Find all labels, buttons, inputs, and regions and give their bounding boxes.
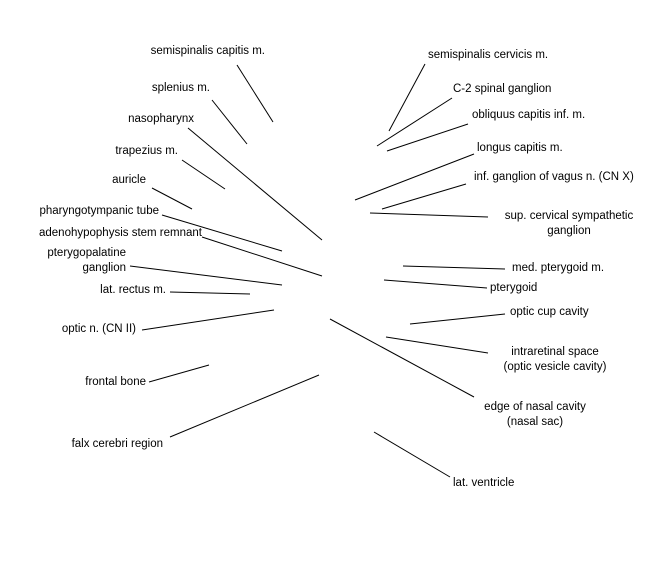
label-med-pterygoid: med. pterygoid m.: [512, 262, 605, 274]
label-lat-rectus: lat. rectus m.: [100, 284, 166, 296]
leader-intraretinal: [385, 336, 489, 354]
label-sup-cervical: sup. cervical sympathetic ganglion: [494, 209, 644, 239]
leader-trapezius: [181, 159, 226, 190]
label-nasal-edge: edge of nasal cavity (nasal sac): [475, 400, 595, 430]
leader-inf-ganglion-vagus: [381, 183, 467, 210]
leader-nasal-edge: [329, 318, 475, 398]
label-longus-capitis: longus capitis m.: [477, 142, 563, 154]
leader-sup-cervical: [369, 212, 489, 218]
leader-optic-n: [141, 309, 275, 331]
leader-frontal-bone: [148, 364, 210, 383]
label-auricle: auricle: [112, 174, 146, 186]
label-intraretinal: intraretinal space (optic vesicle cavity…: [490, 345, 620, 375]
label-pterygopalatine-line1: pterygopalatine: [47, 247, 126, 259]
leader-auricle: [151, 187, 193, 210]
leader-splenius: [211, 99, 248, 145]
label-falx-cerebri: falx cerebri region: [71, 438, 163, 450]
leader-pterygopalatine: [129, 265, 283, 286]
label-pterygoid: pterygoid: [490, 282, 538, 294]
label-pterygopalatine-line2: ganglion: [82, 262, 126, 274]
leader-lat-ventricle: [373, 431, 451, 478]
leader-semispinalis-cervicis: [388, 63, 426, 132]
label-trapezius: trapezius m.: [115, 145, 178, 157]
leader-obliquus-capitis: [386, 123, 469, 152]
leader-lat-rectus: [169, 291, 251, 295]
label-inf-ganglion-vagus: inf. ganglion of vagus n. (CN X): [474, 171, 634, 183]
leader-med-pterygoid: [402, 265, 506, 270]
label-sup-cervical-line1: sup. cervical sympathetic: [504, 210, 634, 222]
leader-falx-cerebri: [169, 374, 320, 438]
label-optic-cup: optic cup cavity: [510, 306, 589, 318]
label-intraretinal-line1: intraretinal space: [511, 346, 599, 358]
label-semispinalis-cervicis: semispinalis cervicis m.: [428, 49, 549, 61]
leader-adenohypophysis: [201, 236, 323, 277]
label-pharyngotympanic-tube: pharyngotympanic tube: [39, 205, 159, 217]
label-c2-ganglion: C-2 spinal ganglion: [453, 83, 552, 95]
leader-nasopharynx: [187, 127, 323, 241]
leader-longus-capitis: [354, 153, 475, 201]
label-splenius: splenius m.: [151, 82, 210, 94]
leader-pharyngotympanic-tube: [161, 214, 283, 252]
label-sup-cervical-line2: ganglion: [547, 225, 591, 237]
label-adenohypophysis: adenohypophysis stem remnant: [38, 227, 202, 239]
label-frontal-bone: frontal bone: [85, 376, 146, 388]
label-lat-ventricle: lat. ventricle: [453, 477, 515, 489]
label-intraretinal-line2: (optic vesicle cavity): [503, 361, 607, 373]
leader-c2-ganglion: [376, 97, 453, 147]
leader-pterygoid: [383, 279, 488, 289]
label-nasopharynx: nasopharynx: [128, 113, 194, 125]
label-pterygopalatine: pterygopalatine ganglion: [47, 246, 126, 276]
leader-semispinalis-capitis: [236, 64, 274, 123]
leader-optic-cup: [409, 313, 506, 325]
label-nasal-edge-line2: (nasal sac): [506, 416, 564, 428]
label-nasal-edge-line1: edge of nasal cavity: [484, 401, 586, 413]
label-semispinalis-capitis: semispinalis capitis m.: [150, 45, 265, 57]
label-optic-n: optic n. (CN II): [61, 323, 136, 335]
label-obliquus-capitis: obliquus capitis inf. m.: [472, 109, 586, 121]
